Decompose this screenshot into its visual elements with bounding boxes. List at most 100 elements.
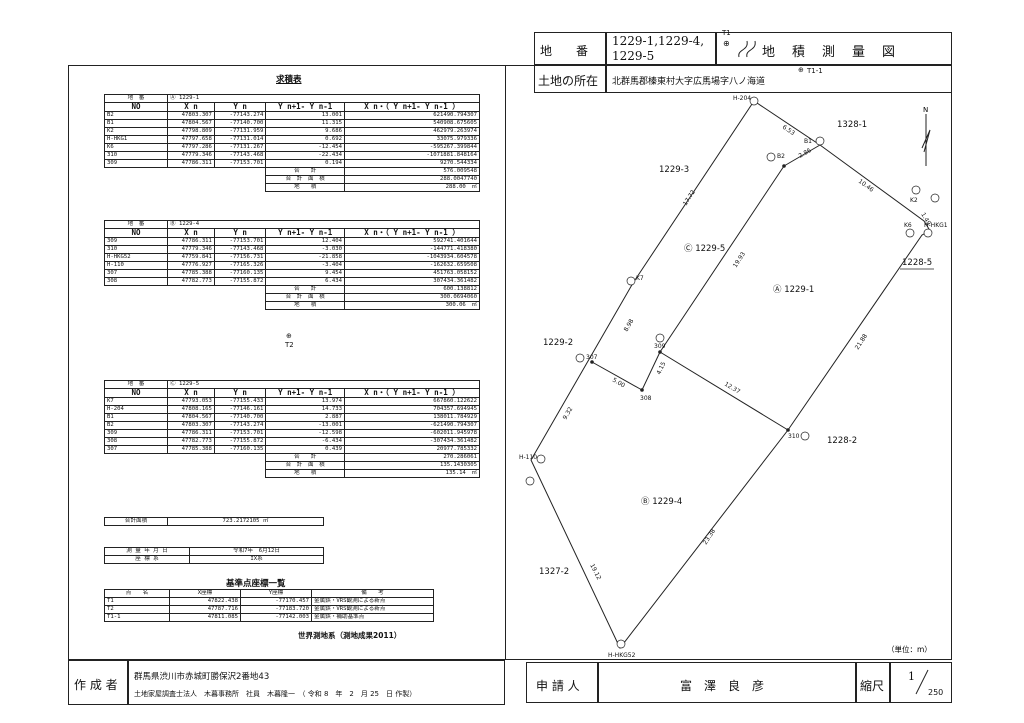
point-marker-icon <box>626 276 636 286</box>
table-cell: -77146.161 <box>213 405 267 414</box>
unit-note: （単位：m） <box>887 644 932 654</box>
table-cell: -12.454 <box>265 143 345 152</box>
table-cell: 592741.401644 <box>344 237 480 246</box>
table-cell: 33075.979336 <box>344 135 480 144</box>
point-marker-icon <box>800 431 810 441</box>
table-cell: 47804.567 <box>167 413 215 422</box>
col-prod: X n・（ Y n+1- Y n-1 ） <box>344 102 480 112</box>
table-cell: -22.434 <box>265 151 345 160</box>
col-x: X n <box>167 388 215 398</box>
survey-date-value: 令和7年 6月12日 <box>189 547 324 556</box>
table-cell: 9.454 <box>265 269 345 278</box>
table-cell: 308 <box>104 277 168 286</box>
distance-label: 19.93 <box>732 251 747 269</box>
table-cell: 667860.122622 <box>344 397 480 406</box>
table-cell: 11.315 <box>265 119 345 128</box>
table-cell: 47779.346 <box>167 245 215 254</box>
table-cell: 47785.388 <box>167 445 215 454</box>
sum-value: 576.009548 <box>344 167 480 176</box>
table-cell: 47785.388 <box>167 269 215 278</box>
col-y: Y n <box>213 228 267 238</box>
total-area-label: 合計面積 <box>104 517 168 526</box>
table-cell: 13.974 <box>265 397 345 406</box>
point-marker-icon <box>815 136 825 146</box>
table-cell: H-204 <box>104 405 168 414</box>
boundary-line <box>659 351 789 431</box>
table-cell: H-110 <box>104 261 168 270</box>
boundary-line <box>591 361 643 391</box>
table-cell: 47803.307 <box>167 421 215 430</box>
applicant-name: 富 澤 良 彦 <box>680 679 765 693</box>
area-value: 288.0047740 <box>344 175 480 184</box>
total-area-value: 723.2172105 ㎡ <box>167 517 324 526</box>
table-cell: H-HKG52 <box>104 253 168 262</box>
col-no: NO <box>104 388 168 398</box>
chiseki-label: 地 積 <box>265 301 345 310</box>
table-cell: -144771.418380 <box>344 245 480 254</box>
table-cell: -77170.457 <box>240 597 312 606</box>
table-cell: 47782.773 <box>167 277 215 286</box>
bench-col-x: X座標 <box>169 589 241 598</box>
table-cell: 309 <box>104 429 168 438</box>
table-cell: -77183.720 <box>240 605 312 614</box>
table-cell: 9270.544334 <box>344 159 480 168</box>
table-cell: -77142.003 <box>240 613 312 622</box>
neighbor-parcel: 1328-1 <box>837 120 867 130</box>
point-label: B2 <box>777 153 785 160</box>
table-cell: -162632.659508 <box>344 261 480 270</box>
point-dot-icon <box>786 428 790 432</box>
table-cell: -77153.701 <box>213 159 267 168</box>
author-label: 作 成 者 <box>74 678 118 692</box>
link-curve-icon <box>738 40 756 58</box>
table-cell: -77165.326 <box>213 261 267 270</box>
col-x: X n <box>167 228 215 238</box>
neighbor-parcel: 1229-2 <box>543 338 573 348</box>
coord-system-value: IX系 <box>189 555 324 564</box>
table-cell: -3.404 <box>265 261 345 270</box>
table-cell: B2 <box>104 111 168 120</box>
table-cell: 47786.311 <box>167 159 215 168</box>
table-cell: -77155.872 <box>213 277 267 286</box>
table-cell: 47779.346 <box>167 151 215 160</box>
north-arrow-icon <box>921 129 931 153</box>
boundary-line <box>641 351 661 391</box>
table-cell: T1 <box>104 597 170 606</box>
col-no: NO <box>104 102 168 112</box>
point-label: H-204 <box>733 95 751 102</box>
sum-label: 合 計 <box>265 285 345 294</box>
col-prod: X n・（ Y n+1- Y n-1 ） <box>344 388 480 398</box>
chiseki-label: 地 積 <box>265 469 345 478</box>
area-label: 合 計 面 積 <box>265 293 345 302</box>
table-cell: -77160.135 <box>213 269 267 278</box>
point-dot-icon <box>590 360 594 364</box>
footer-applicant-cell <box>598 662 856 703</box>
t2-symbol-icon: ⊕ <box>286 332 292 340</box>
bench-col-y: Y座標 <box>240 589 312 598</box>
table-cell: 47797.658 <box>167 135 215 144</box>
main-frame <box>68 65 952 660</box>
distance-label: 23.38 <box>702 528 717 546</box>
point-label: H-HKG1 <box>924 222 948 229</box>
distance-label: 12.37 <box>723 381 741 396</box>
parcel-label-c: Ⓒ 1229-5 <box>684 244 725 254</box>
point-marker-icon <box>911 185 921 195</box>
table-cell: 309 <box>104 159 168 168</box>
distance-label: 9.32 <box>562 406 575 421</box>
table-cell: 47797.286 <box>167 143 215 152</box>
table-cell: 307 <box>104 445 168 454</box>
table-cell: 309 <box>104 237 168 246</box>
col-x: X n <box>167 102 215 112</box>
location-value: 北群馬郡榛東村大字広馬場字八ノ海道 <box>612 77 766 87</box>
table-cell: 金属鋲・VRS観測による新点 <box>311 605 434 614</box>
